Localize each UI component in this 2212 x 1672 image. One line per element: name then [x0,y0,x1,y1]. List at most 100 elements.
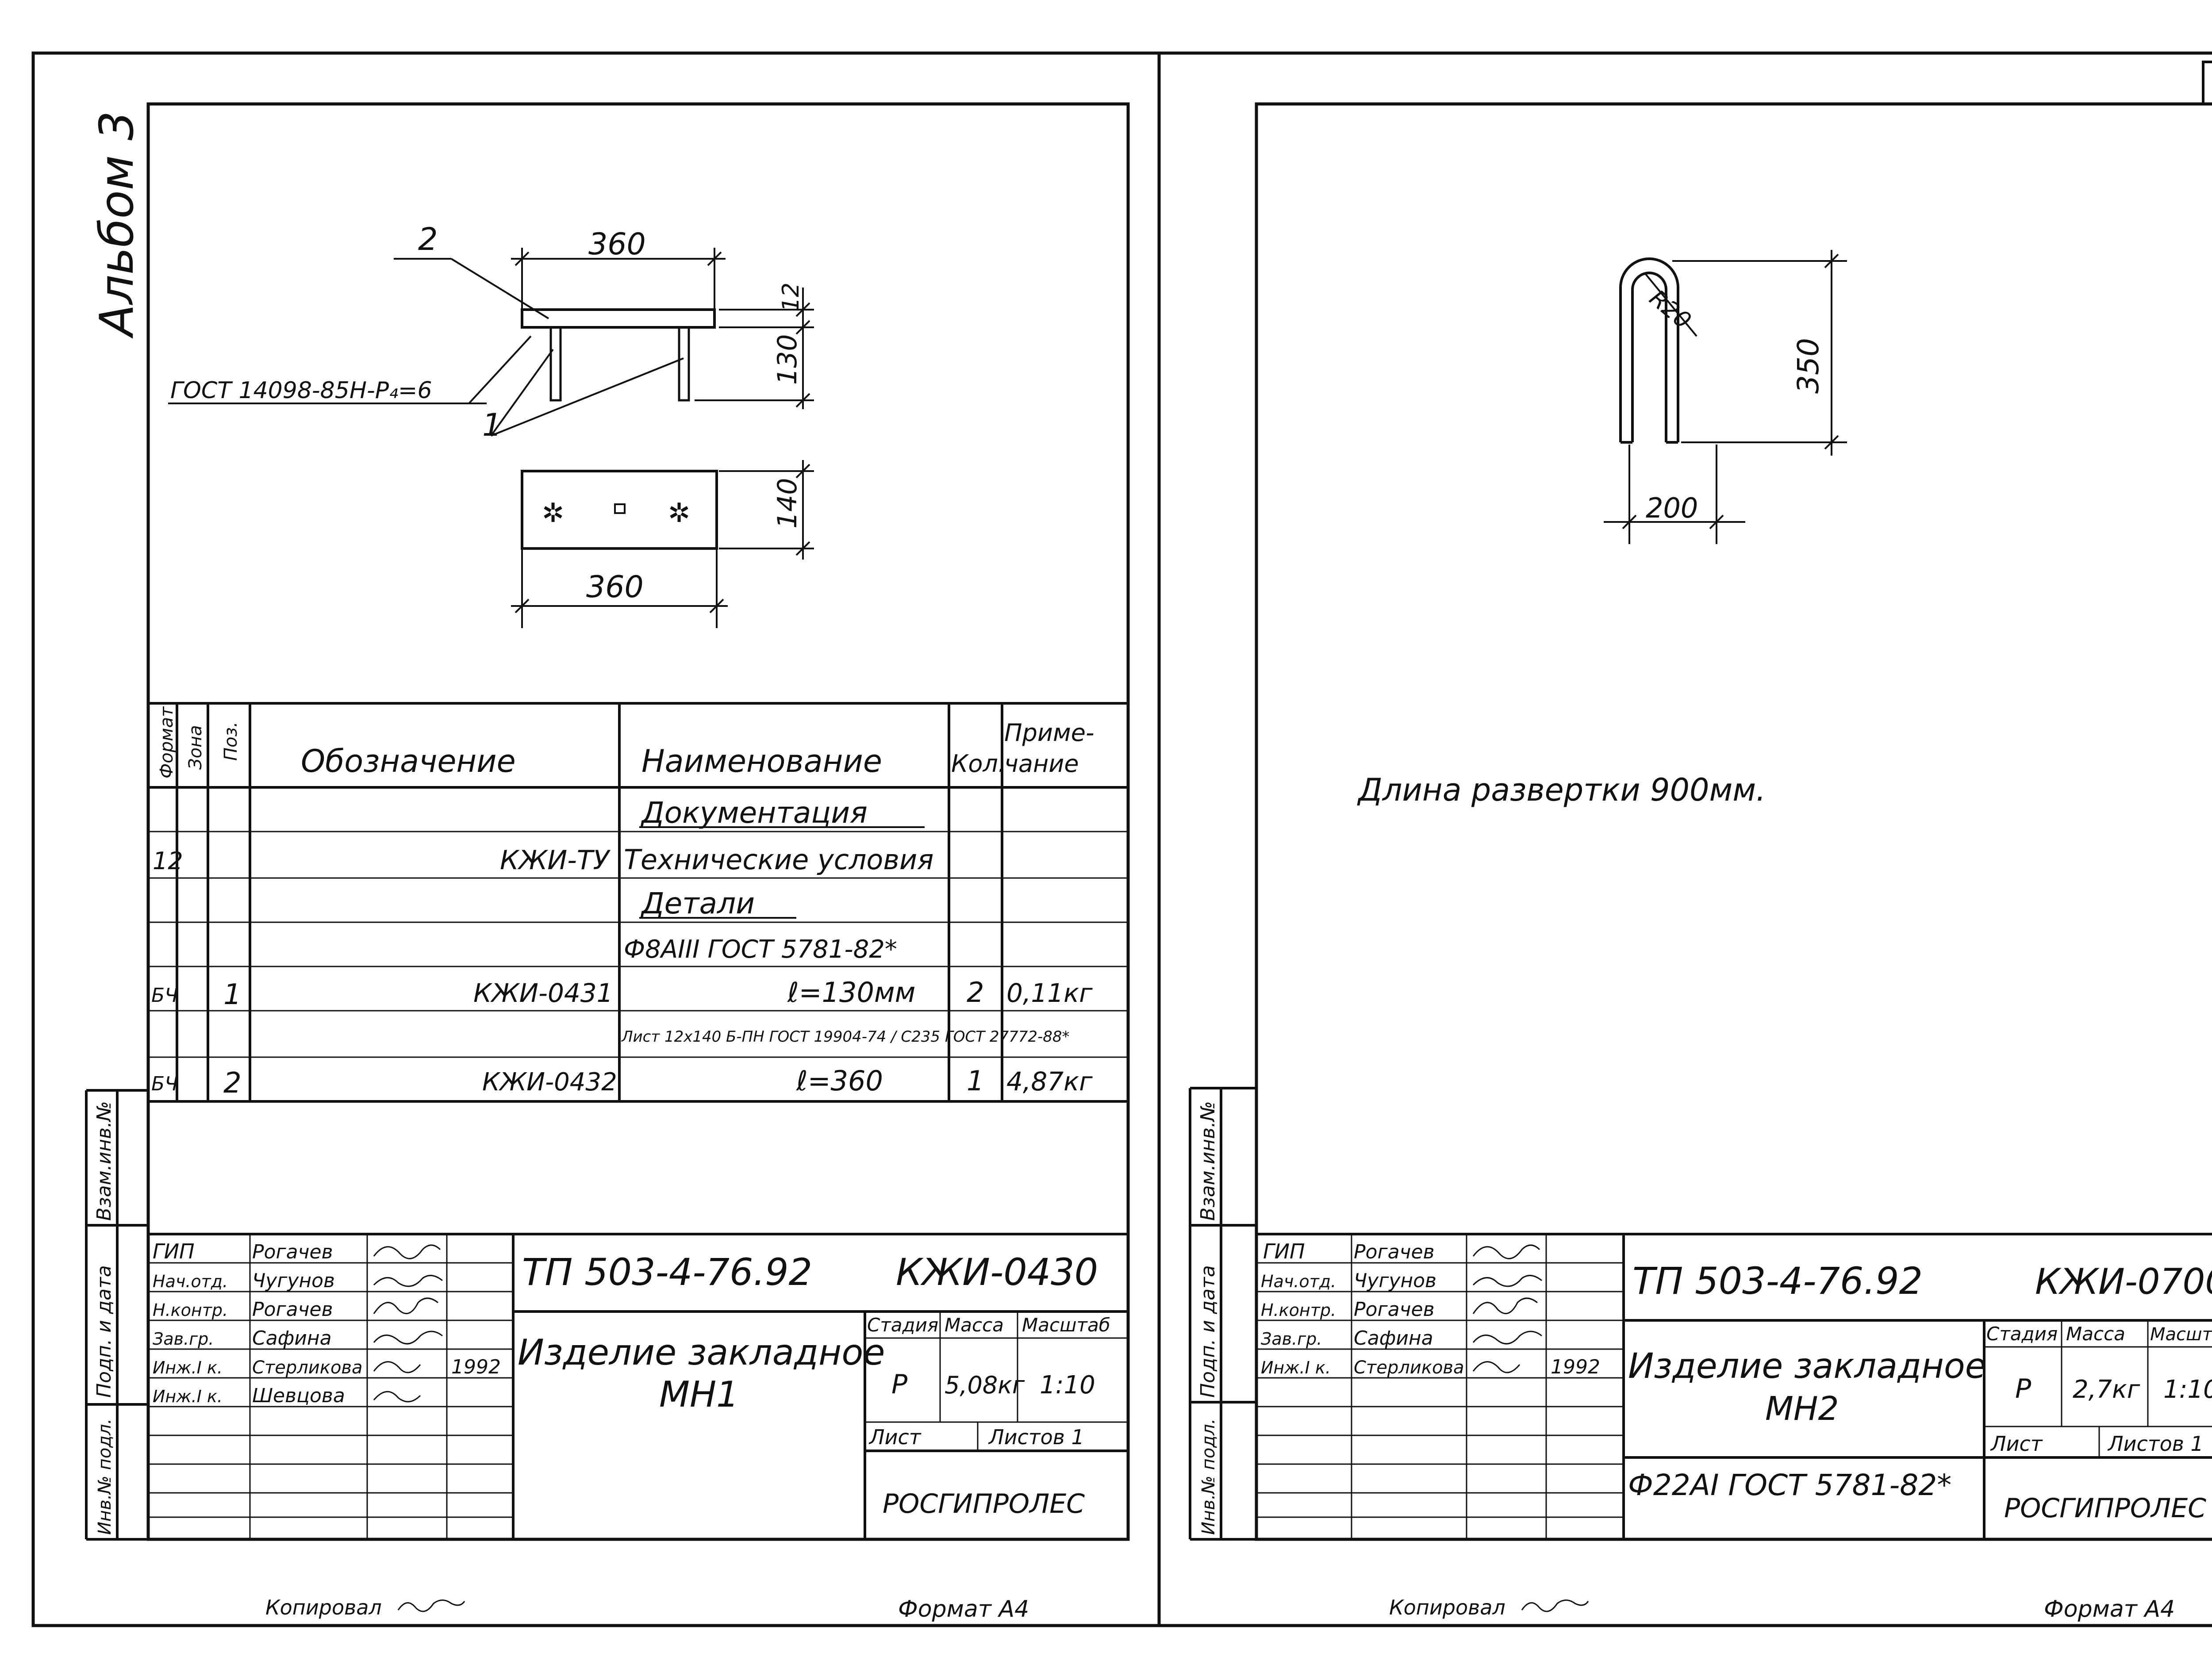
mass-value: 5,08кг [945,1371,1025,1399]
weld-note: ГОСТ 14098-85Н-Р₄=6 [170,377,432,404]
stage-label: Стадия [1986,1323,2058,1345]
spec-table: Формат Зона Поз. Обозначение Наименовани… [148,702,1128,1103]
stamp-substitution: Взам.инв.№ [1197,1101,1219,1221]
page-number-box [2202,61,2212,105]
signer-5-name: Шевцова [252,1384,345,1407]
stage-value: Р [2015,1373,2032,1404]
stage-value: Р [891,1369,908,1400]
sheet-label: Лист [868,1425,922,1449]
mass-value: 2,7кг [2073,1375,2140,1404]
signer-4-date: 1992 [1551,1356,1600,1378]
signer-4-role: Инж.I к. [153,1358,223,1377]
stamp-inventory: Инв.№ подл. [1198,1419,1219,1535]
row4-name: ℓ=130мм [787,976,915,1009]
copied-by: Копировал [1389,1595,1505,1619]
project-number: ТП 503-4-76.92 [1632,1259,1923,1303]
signer-1-name: Чугунов [252,1269,335,1292]
row4-format: БЧ [151,984,178,1007]
signer-1-name: Чугунов [1354,1269,1436,1292]
title-line2: МН2 [1765,1390,1839,1428]
dim-width: 200 [1646,492,1698,524]
scale-label: Масштаб [2150,1324,2212,1345]
callout-plate: 2 [418,221,438,257]
row3-name: Ф8АIII ГОСТ 5781-82* [624,935,897,964]
dim-plan-width: 360 [586,570,644,605]
header-zone: Зона [185,725,206,770]
copied-by: Копировал [265,1595,382,1619]
plate-elevation [521,308,716,329]
header-name: Наименование [641,743,882,779]
signer-4-date: 1992 [451,1356,501,1378]
header-designation: Обозначение [301,743,516,779]
right-side-stamps: Взам.инв.№ Подп. и дата Инв.№ подл. [1189,1087,1256,1541]
stamp-signature: Подп. и дата [93,1265,115,1398]
signer-2-name: Рогачев [1354,1298,1435,1321]
left-sheet: 360 12 130 2 1 [85,102,1130,1622]
row0-name: Документация [640,796,868,830]
title-line2: МН1 [659,1374,739,1415]
stamp-substitution: Взам.инв.№ [93,1101,115,1221]
document-code: КЖИ-0700 [2035,1261,2212,1302]
row4-designation: КЖИ-0431 [473,978,613,1008]
anchor-left [549,326,562,402]
header-pos: Поз. [221,721,241,761]
title-line1: Изделие закладное [1628,1346,1986,1386]
signer-0-name: Рогачев [252,1241,333,1263]
row5-name: Лист 12х140 Б-ПН ГОСТ 19904-74 / С235 ГО… [621,1028,1070,1046]
anchor-right [678,326,690,402]
dim-plan-height: 140 [772,478,803,529]
mass-label: Масса [2066,1323,2125,1345]
callout-anchor: 1 [482,407,502,443]
scale-value: 1:10 [1040,1371,1095,1400]
organization: РОСГИПРОЛЕС [2004,1493,2206,1524]
right-title-block: ГИП Рогачев Нач.отд. Чугунов Н.контр. Ро… [1256,1233,2212,1539]
stamp-signature: Подп. и дата [1197,1265,1219,1398]
row4-qty: 2 [967,976,984,1009]
plate-plan [521,470,718,550]
signer-0-role: ГИП [1263,1239,1305,1263]
signer-3-name: Сафина [252,1327,332,1350]
sheets-label: Листов 1 [2107,1432,2204,1456]
signer-0-name: Рогачев [1354,1241,1435,1263]
document-code: КЖИ-0430 [896,1250,1098,1294]
signer-3-role: Зав.гр. [1261,1329,1322,1349]
sheets-label: Листов 1 [988,1425,1084,1449]
signer-4-role: Инж.I к. [1261,1358,1331,1377]
row4-note: 0,11кг [1006,978,1093,1008]
header-format: Формат [157,706,177,778]
mn1-drawing: 360 12 130 2 1 [168,221,814,628]
material: Ф22АI ГОСТ 5781-82* [1628,1468,1951,1502]
organization: РОСГИПРОЛЕС [883,1488,1085,1519]
header-note-2: чание [1004,750,1079,778]
row6-format: БЧ [151,1073,178,1095]
scale-value: 1:10 [2163,1375,2212,1404]
mn2-drawing: R20 350 200 [1604,250,1847,544]
center-mark [614,503,626,514]
weld-star-right: ✲ [668,498,690,529]
dim-height: 350 [1791,338,1825,394]
sheet-format: Формат А4 [898,1596,1029,1622]
signer-2-name: Рогачев [252,1298,333,1321]
row1-name: Технические условия [624,844,933,876]
dim-plate-thickness: 12 [778,283,804,312]
u-bar [1619,257,1679,444]
scale-label: Масштаб [1022,1314,1110,1336]
right-sheet: R20 350 200 Длина развертки 900мм. [1189,102,2212,1622]
row6-note: 4,87кг [1006,1066,1093,1097]
row6-qty: 1 [967,1065,984,1097]
signer-5-role: Инж.I к. [153,1387,223,1406]
stage-label: Стадия [867,1314,938,1336]
project-number: ТП 503-4-76.92 [522,1250,812,1294]
signer-3-name: Сафина [1354,1327,1433,1350]
mass-label: Масса [945,1314,1004,1336]
left-side-stamps: Взам.инв.№ Подп. и дата Инв.№ подл. [85,1089,148,1541]
signer-2-role: Н.контр. [153,1300,228,1320]
row6-name: ℓ=360 [796,1065,883,1097]
row4-pos: 1 [223,978,242,1011]
header-qty: Кол. [951,750,1006,778]
signer-1-role: Нач.отд. [1261,1272,1336,1291]
header-note-1: Приме- [1004,719,1094,747]
signer-1-role: Нач.отд. [153,1272,228,1291]
signer-2-role: Н.контр. [1261,1300,1336,1320]
row1-format: 12 [153,847,183,875]
